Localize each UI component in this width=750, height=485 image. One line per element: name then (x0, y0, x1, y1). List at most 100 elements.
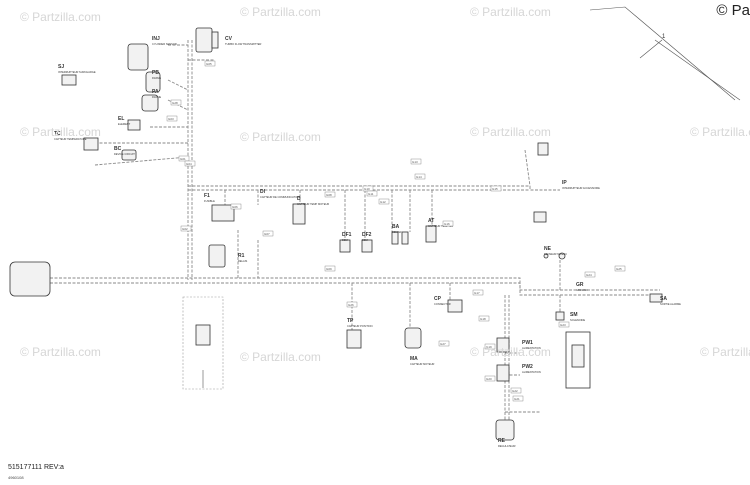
callout-number: 1 (662, 34, 666, 40)
connector-code: NE (544, 246, 552, 252)
connector-code: SA (660, 296, 667, 302)
harness-tag-box (366, 190, 378, 197)
connector-desc: REGULATEUR (498, 444, 516, 448)
harness-tag-label: G15 (492, 187, 498, 191)
harness-tag-box (204, 60, 216, 67)
connector-desc: CAPTEUR DE COMMUNICATION (260, 195, 300, 199)
harness-tag-label: G22 (512, 389, 518, 393)
connector-code: PB (152, 70, 159, 76)
connector-code: DF2 (362, 232, 372, 238)
connector-code: PA (152, 89, 159, 95)
connector-code: GR (576, 282, 584, 288)
harness-tag-label: G05 (206, 62, 212, 66)
harness-tag-box (166, 115, 178, 122)
corner-copyright: © Pa (716, 2, 750, 19)
connector-code: D (297, 196, 301, 202)
harness-tag-box (490, 185, 502, 192)
harness-tag-label: G01 (180, 157, 186, 161)
connector-code: SM (570, 312, 578, 318)
connector-desc: SOLENOIDE (570, 318, 585, 322)
harness-tag-label: G21 (514, 397, 520, 401)
connector-code: BA (392, 224, 400, 230)
connector-code: SJ (58, 64, 64, 70)
harness-tag-label: G04 (186, 162, 192, 166)
connector-desc: INTERRUPTEUR SURCHARGE (58, 70, 96, 74)
connector-code: EL (118, 116, 124, 122)
connector-desc: CAPTEUR TEMP AIR (428, 224, 453, 228)
harness-tag-label: G11 (368, 192, 374, 196)
connector-code: CP (434, 296, 442, 302)
harness-tag-box (414, 173, 426, 180)
harness-tag: G06 (230, 203, 242, 210)
connector-desc: DEM (362, 238, 368, 242)
harness-tag: G18 (478, 315, 490, 322)
connector-code: MA (410, 356, 418, 362)
harness-tag-box (230, 203, 242, 210)
harness-tag-label: G16 (444, 222, 450, 226)
harness-tag: G28 (170, 99, 182, 106)
harness-tag: G13 (410, 158, 422, 165)
harness-tag-label: G18 (480, 317, 486, 321)
connector-desc: RELAIS (238, 259, 247, 263)
harness-tag-label: G24 (586, 273, 592, 277)
connector-desc: GROUND (576, 288, 588, 292)
connector-code: AT (428, 218, 434, 224)
harness-tag-label: G12 (380, 200, 386, 204)
connector-desc: CYLINDER SENSOR (152, 42, 177, 46)
connector-code: BC (114, 146, 122, 152)
harness-tag: G26 (346, 301, 358, 308)
connector-desc: CAPTEUR TEMP MOTEUR (297, 202, 329, 206)
harness-tag: G19 (484, 343, 496, 350)
harness-tag-label: G17 (474, 291, 480, 295)
connector-desc: FRAME (152, 95, 161, 99)
connector-desc: FUSIBLE (204, 199, 215, 203)
partzilla-watermark: © Partzilla.com (240, 130, 321, 144)
connector-code: R1 (238, 253, 245, 259)
harness-tag: G12 (378, 198, 390, 205)
drawing-number: 4960108 (8, 475, 24, 480)
harness-tag: G22 (510, 387, 522, 394)
connector-code: F1 (204, 193, 210, 199)
harness-tag: G17 (472, 289, 484, 296)
harness-tag-label: G10 (364, 187, 370, 191)
partzilla-watermark: © Partzilla.com (240, 5, 321, 19)
connector-desc: SORTIE ALARME (660, 302, 681, 306)
connector-desc: ALIMENTATION (522, 346, 541, 350)
harness-tag-box (484, 343, 496, 350)
connector-desc: FRAME (152, 76, 161, 80)
harness-tag-box (184, 160, 196, 167)
harness-tag-box (262, 230, 274, 237)
connector-code: PW2 (522, 364, 533, 370)
harness-tag-label: G03 (168, 117, 174, 121)
harness-tag-label: G20 (486, 377, 492, 381)
harness-tag-label: G19 (486, 345, 492, 349)
connector-desc: TURBO FLOW TRANSMITTER (225, 42, 262, 46)
harness-wires (50, 40, 660, 440)
partzilla-watermark: © Partzilla.com (240, 350, 321, 364)
harness-tag-box (472, 289, 484, 296)
harness-tag-box (558, 321, 570, 328)
harness-tag: G10 (362, 185, 374, 192)
harness-tag: G25 (614, 265, 626, 272)
partzilla-watermark: © Partzilla.com (20, 125, 101, 139)
partzilla-watermark: © Partzilla.com (690, 125, 750, 139)
connector-code: DF1 (342, 232, 352, 238)
harness-tag-box (180, 225, 192, 232)
harness-tag: G02 (180, 225, 192, 232)
harness-tag: G01 (178, 155, 190, 162)
harness-tag-box (512, 395, 524, 402)
harness-tag: G07 (262, 230, 274, 237)
connector-desc: DEVICE CIRCUIT (114, 152, 135, 156)
harness-tag-box (442, 220, 454, 227)
harness-tag-label: G09 (326, 267, 332, 271)
harness-tag-box (324, 191, 336, 198)
harness-tag-label: G14 (416, 175, 422, 179)
leader-lines (182, 6, 741, 390)
partzilla-watermark: © Partzilla.com (470, 345, 551, 359)
harness-tag: G14 (414, 173, 426, 180)
connector-desc: ELEMENT (118, 122, 131, 126)
partzilla-watermark: © Partzilla.com (20, 345, 101, 359)
harness-tag: G21 (512, 395, 524, 402)
partzilla-watermark: © Partzilla.com (20, 10, 101, 24)
